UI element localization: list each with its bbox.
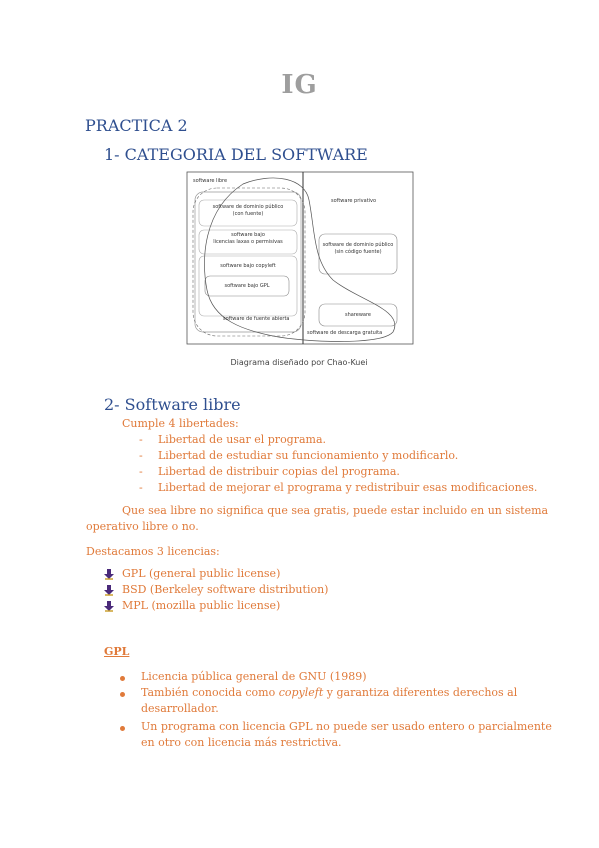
practica-heading: PRACTICA 2 xyxy=(85,116,188,135)
gpl-item-2-cont: desarrollador. xyxy=(141,702,219,715)
list-item: -Libertad de estudiar su funcionamiento … xyxy=(139,449,459,462)
libertades-list: -Libertad de usar el programa. -Libertad… xyxy=(139,432,538,496)
bullet-icon xyxy=(120,692,125,697)
paragraph-line-2: operativo libre o no. xyxy=(86,520,199,533)
software-category-diagram: software libre software de dominio públi… xyxy=(183,170,415,374)
page-title: IG xyxy=(281,70,318,100)
licencia-gpl: GPL (general public license) xyxy=(122,567,281,580)
arrow-down-icon xyxy=(104,585,114,596)
arrow-down-icon xyxy=(104,569,114,580)
list-item: -Libertad de distribuir copias del progr… xyxy=(139,465,400,478)
diagram-svg xyxy=(186,171,414,345)
section2-heading: 2- Software libre xyxy=(104,395,241,414)
gpl-item-2: También conocida como copyleft y garanti… xyxy=(141,686,518,699)
gpl-heading: GPL xyxy=(104,645,130,658)
gpl-item-3: Un programa con licencia GPL no puede se… xyxy=(141,720,552,733)
arrow-down-icon xyxy=(104,601,114,612)
diagram-caption: Diagrama diseñado por Chao-Kuei xyxy=(230,358,368,367)
bullet-icon xyxy=(120,726,125,731)
diagram-label-dominio-publico: software de dominio público(con fuente) xyxy=(212,204,284,217)
list-item: -Libertad de mejorar el programa y redis… xyxy=(139,481,538,494)
diagram-label-dominio-sin-fuente: software de dominio público(sin código f… xyxy=(322,242,394,255)
diagram-label-privativo: software privativo xyxy=(331,198,377,204)
diagram-label-copyleft: software bajo copyleft xyxy=(220,263,276,269)
licencia-mpl: MPL (mozilla public license) xyxy=(122,599,281,612)
gpl-item-3-cont: en otro con licencia más restrictiva. xyxy=(141,736,342,749)
destacamos-text: Destacamos 3 licencias: xyxy=(86,545,220,558)
diagram-label-shareware: shareware xyxy=(344,312,372,318)
paragraph-line-1: Que sea libre no significa que sea grati… xyxy=(122,504,549,517)
section1-heading: 1- CATEGORIA DEL SOFTWARE xyxy=(104,145,368,164)
bullet-icon xyxy=(120,676,125,681)
list-item: -Libertad de usar el programa. xyxy=(139,433,327,446)
diagram-label-gpl: software bajo GPL xyxy=(224,283,270,289)
licencia-bsd: BSD (Berkeley software distribution) xyxy=(122,583,329,596)
diagram-label-descarga: software de descarga gratuita xyxy=(307,330,383,336)
gpl-item-1: Licencia pública general de GNU (1989) xyxy=(141,670,367,683)
libertades-intro: Cumple 4 libertades: xyxy=(122,417,239,430)
diagram-label-libre: software libre xyxy=(193,178,228,184)
diagram-label-fuente-abierta: software de fuente abierta xyxy=(223,316,290,322)
